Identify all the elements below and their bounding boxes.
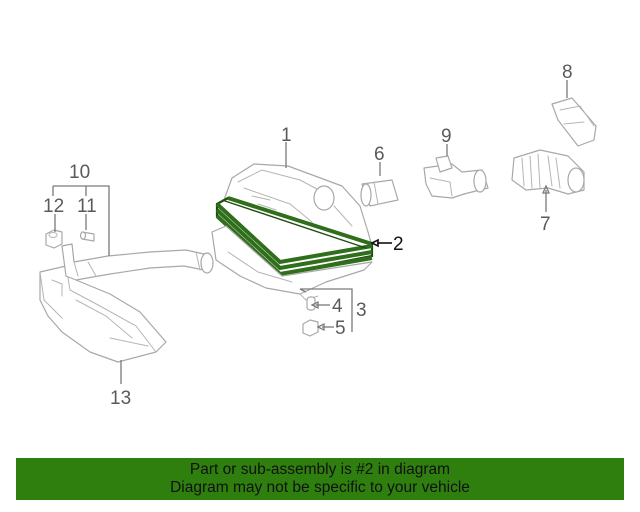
callout-6: 6	[374, 144, 385, 165]
part-6-hose-cap[interactable]	[360, 179, 399, 207]
part-7-air-cleaner-hose[interactable]	[511, 149, 585, 195]
callout-13: 13	[110, 388, 131, 409]
callout-7: 7	[540, 214, 551, 235]
part-10-intake-hose[interactable]	[61, 243, 214, 281]
banner-line-1: Part or sub-assembly is #2 in diagram	[189, 461, 451, 478]
callout-9: 9	[441, 126, 452, 147]
callout-10: 10	[69, 162, 90, 183]
part-5-cushion[interactable]	[302, 319, 319, 337]
part-11-clip[interactable]	[79, 231, 95, 242]
part-12-bushing[interactable]	[45, 229, 63, 249]
callout-8: 8	[562, 62, 573, 83]
callout-5: 5	[335, 318, 346, 339]
callout-4: 4	[332, 296, 343, 317]
leader-lines	[52, 80, 568, 384]
part-2-air-filter-element[interactable]	[215, 196, 374, 277]
banner-line-2: Diagram may not be specific to your vehi…	[170, 479, 470, 496]
part-8-bracket[interactable]	[551, 97, 597, 147]
callout-3: 3	[356, 300, 367, 321]
callout-1: 1	[281, 125, 292, 146]
part-9-air-flow-meter[interactable]	[423, 155, 489, 199]
callout-12: 12	[43, 196, 64, 217]
notice-banner: Part or sub-assembly is #2 in diagram Di…	[16, 458, 624, 500]
callout-11: 11	[77, 196, 97, 217]
callout-2: 2	[393, 234, 404, 255]
air-cleaner-lower-case[interactable]	[211, 225, 373, 301]
part-13-resonator[interactable]	[39, 265, 167, 363]
